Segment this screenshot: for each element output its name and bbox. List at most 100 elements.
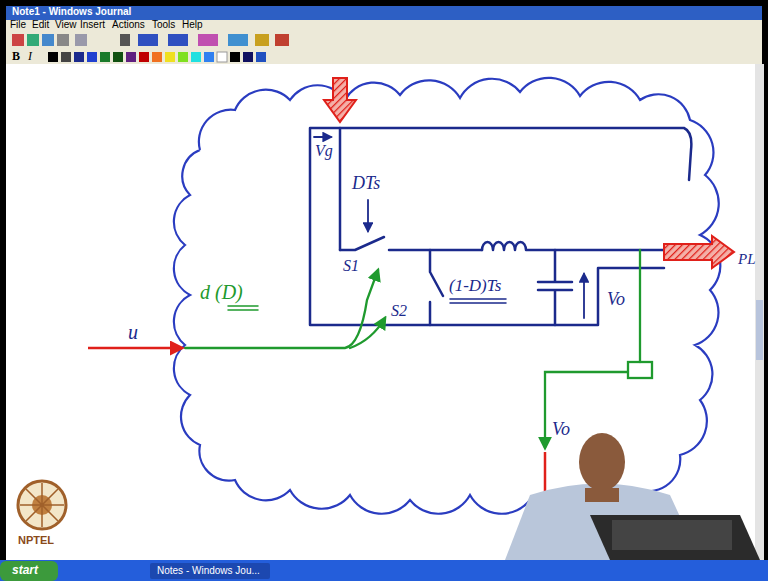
rect-shape bbox=[152, 52, 162, 62]
lecturer-figure bbox=[505, 433, 760, 560]
timing-label: DTs bbox=[352, 174, 380, 193]
rect-shape bbox=[27, 34, 39, 46]
switch-s2 bbox=[430, 250, 443, 325]
rect-shape bbox=[61, 52, 71, 62]
rect-shape bbox=[6, 6, 762, 20]
toolbar-button: I bbox=[28, 50, 32, 63]
rect-shape bbox=[198, 34, 218, 46]
rect-shape bbox=[57, 34, 69, 46]
disturbance-arrow bbox=[324, 78, 356, 122]
sensor-box bbox=[628, 362, 652, 378]
underline bbox=[228, 306, 258, 310]
voltage-arrow bbox=[314, 136, 331, 138]
signal-name: Vo bbox=[607, 290, 625, 309]
signal-name: Vo bbox=[552, 420, 570, 439]
rect-shape bbox=[6, 49, 762, 64]
rect-shape bbox=[255, 34, 269, 46]
rect-shape bbox=[230, 52, 240, 62]
menu-item: View bbox=[55, 20, 77, 31]
rect-shape bbox=[6, 64, 762, 560]
control-line bbox=[350, 318, 385, 348]
menu-item: Tools bbox=[152, 20, 175, 31]
rect-shape bbox=[165, 52, 175, 62]
menu-item: File bbox=[10, 20, 26, 31]
control-path bbox=[185, 250, 652, 448]
timing-arrow bbox=[367, 200, 369, 231]
rect-shape bbox=[42, 34, 54, 46]
ellipse-shape bbox=[579, 433, 625, 491]
signal-name: Vg bbox=[315, 143, 333, 160]
menu-item: Edit bbox=[32, 20, 49, 31]
rect-shape bbox=[138, 34, 158, 46]
inductor-symbol bbox=[482, 242, 664, 250]
control-line bbox=[185, 270, 378, 348]
path-shape bbox=[590, 515, 760, 560]
rect-shape bbox=[0, 561, 58, 581]
rect-shape bbox=[228, 34, 248, 46]
rect-shape bbox=[243, 52, 253, 62]
rect-shape bbox=[48, 52, 58, 62]
underline bbox=[450, 299, 506, 303]
rect-shape bbox=[217, 52, 227, 62]
path-shape bbox=[20, 483, 64, 527]
taskbar-item: Notes - Windows Jou... bbox=[157, 566, 260, 577]
rect-shape bbox=[87, 52, 97, 62]
sense-line bbox=[545, 372, 628, 448]
rect-shape bbox=[74, 52, 84, 62]
timing-label: (1-D)Ts bbox=[449, 277, 501, 295]
rect-shape bbox=[275, 34, 289, 46]
rect-shape bbox=[256, 52, 266, 62]
circle-shape bbox=[18, 481, 66, 529]
switch-name: S2 bbox=[391, 303, 407, 320]
nptel-logo bbox=[18, 481, 66, 529]
rect-shape bbox=[6, 20, 762, 31]
sense-line bbox=[639, 250, 641, 362]
wire bbox=[310, 128, 664, 325]
start-button: start bbox=[12, 564, 38, 577]
signal-name: d (D) bbox=[200, 282, 243, 303]
menu-item: Help bbox=[182, 20, 203, 31]
color-swatches bbox=[48, 52, 266, 62]
menu-item: Actions bbox=[112, 20, 145, 31]
rect-shape bbox=[150, 563, 270, 579]
load-arrow bbox=[664, 236, 734, 268]
rect-shape bbox=[126, 52, 136, 62]
system-cloud bbox=[174, 78, 720, 514]
menu-item: Insert bbox=[80, 20, 105, 31]
rect-shape bbox=[6, 31, 762, 49]
rect-shape bbox=[755, 64, 764, 560]
capacitor-symbol bbox=[538, 250, 572, 325]
rect-shape bbox=[100, 52, 110, 62]
rect-shape bbox=[168, 34, 188, 46]
rect-shape bbox=[0, 560, 768, 581]
toolbar-icons bbox=[12, 34, 289, 46]
switch-s1 bbox=[340, 237, 482, 250]
input-arrow bbox=[88, 347, 182, 350]
window-title: Note1 - Windows Journal bbox=[12, 7, 131, 18]
rect-shape bbox=[204, 52, 214, 62]
rect-shape bbox=[585, 488, 619, 502]
rect-shape bbox=[113, 52, 123, 62]
wire bbox=[340, 128, 691, 180]
rect-shape bbox=[756, 300, 763, 360]
rect-shape bbox=[139, 52, 149, 62]
rect-shape bbox=[75, 34, 87, 46]
switch-name: S1 bbox=[343, 258, 359, 275]
rect-shape bbox=[612, 520, 732, 550]
toolbar-button: B bbox=[12, 50, 20, 63]
signal-name: PL bbox=[738, 252, 756, 268]
rect-shape bbox=[12, 34, 24, 46]
signal-name: u bbox=[128, 322, 138, 343]
voltage-arrow bbox=[583, 274, 585, 318]
rect-shape bbox=[120, 34, 130, 46]
rect-shape bbox=[191, 52, 201, 62]
buck-converter bbox=[310, 128, 691, 325]
rect-shape bbox=[178, 52, 188, 62]
io-arrows bbox=[88, 78, 734, 553]
logo-text: NPTEL bbox=[18, 535, 54, 547]
